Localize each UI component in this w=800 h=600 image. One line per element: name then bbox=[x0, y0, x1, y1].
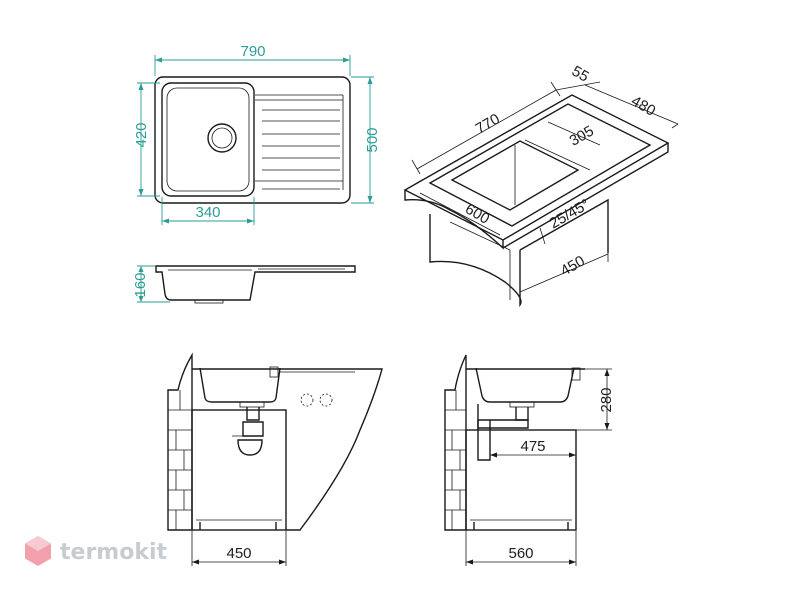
label-560: 560 bbox=[508, 545, 533, 562]
label-475: 475 bbox=[520, 438, 545, 455]
bowl-outline-top bbox=[161, 82, 255, 197]
front-install-view: 450 bbox=[167, 352, 383, 566]
dim-160: 160 bbox=[132, 265, 170, 303]
drain-inner bbox=[211, 127, 233, 149]
watermark: termokit bbox=[25, 536, 167, 566]
drain-outer bbox=[207, 123, 237, 153]
label-340: 340 bbox=[195, 204, 220, 221]
label-280: 280 bbox=[598, 387, 615, 412]
dim-55: 55 bbox=[555, 63, 601, 91]
dim-450-iso: 450 bbox=[519, 248, 609, 305]
label-500: 500 bbox=[364, 127, 381, 152]
label-600: 600 bbox=[462, 200, 492, 227]
top-view: 790 500 420 340 bbox=[133, 43, 381, 225]
dim-420: 420 bbox=[133, 82, 160, 197]
termokit-logo-icon bbox=[25, 536, 51, 566]
label-55: 55 bbox=[569, 63, 592, 86]
drainer-grooves bbox=[255, 94, 344, 190]
label-450-iso: 450 bbox=[558, 252, 588, 279]
label-450-front: 450 bbox=[226, 545, 251, 562]
label-420: 420 bbox=[133, 122, 150, 147]
label-480: 480 bbox=[628, 92, 658, 119]
dim-475: 475 bbox=[490, 438, 576, 458]
dim-480: 480 bbox=[584, 84, 679, 129]
label-770: 770 bbox=[473, 110, 503, 137]
label-305: 305 bbox=[567, 122, 597, 149]
side-install-view: 280 475 560 bbox=[444, 354, 615, 566]
dim-790: 790 bbox=[154, 43, 351, 76]
bowl-inner-top bbox=[166, 87, 250, 192]
label-160: 160 bbox=[132, 272, 149, 297]
dim-280: 280 bbox=[530, 368, 615, 431]
dim-340: 340 bbox=[161, 197, 255, 225]
sink-outline-top bbox=[154, 76, 351, 204]
side-view: 160 bbox=[132, 265, 356, 304]
dim-500: 500 bbox=[351, 76, 381, 204]
label-790: 790 bbox=[240, 43, 265, 60]
watermark-text: termokit bbox=[60, 540, 167, 565]
dim-560: 560 bbox=[465, 531, 577, 566]
dim-450-front: 450 bbox=[191, 531, 287, 566]
isometric-view: 770 55 480 305 600 25/45° bbox=[403, 63, 679, 308]
dim-305: 305 bbox=[547, 121, 601, 150]
